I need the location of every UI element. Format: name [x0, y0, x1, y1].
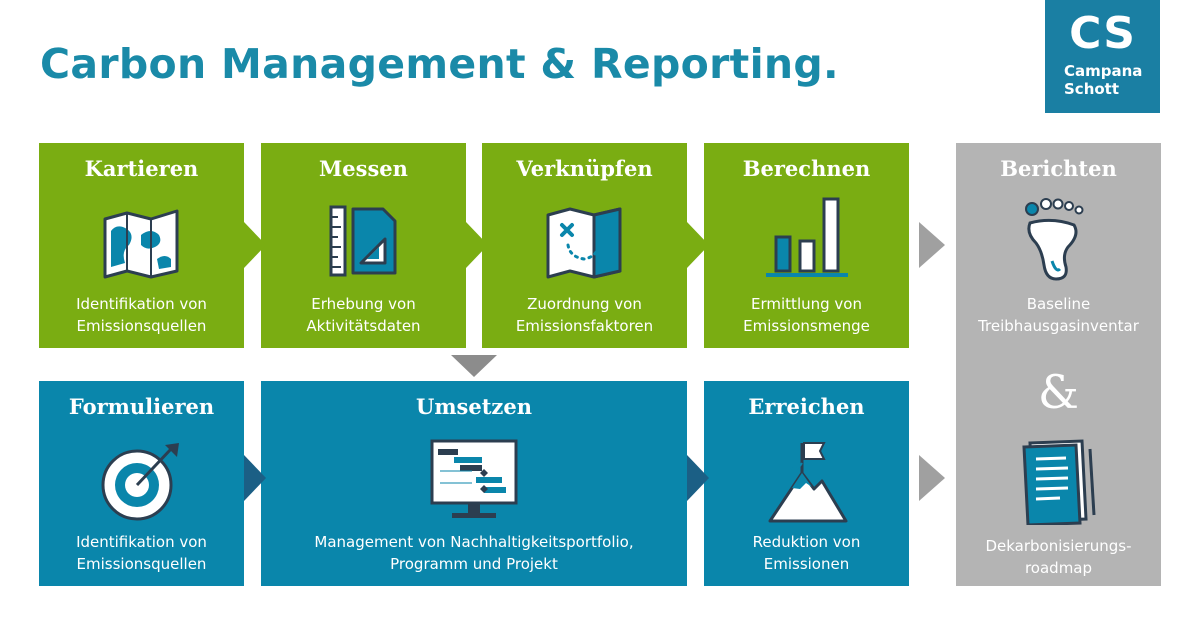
logo-mark: CS: [1069, 8, 1136, 59]
gantt-monitor-icon: [430, 439, 518, 518]
step-title: Erreichen: [748, 394, 865, 419]
step-title: Formulieren: [68, 394, 215, 419]
arrow-right-icon: [687, 222, 709, 268]
ruler-triangle-icon: [329, 205, 397, 277]
step-desc-line-1: Identifikation von: [76, 295, 207, 313]
page-title: Carbon Management & Reporting.: [40, 40, 839, 88]
step-title: Messen: [319, 156, 408, 181]
bar-chart-icon: [766, 197, 848, 277]
berichten-desc-top-1: Baseline: [1026, 295, 1091, 313]
step-desc-line-1: Management von Nachhaltigkeitsportfolio,: [314, 533, 634, 551]
arrow-right-icon: [466, 222, 488, 268]
step-umsetzen: Umsetzen Management von Nachhaltigkeitsp…: [261, 381, 687, 586]
step-title: Umsetzen: [416, 394, 532, 419]
step-messen: Messen Erhebung von Aktivitätsdaten: [261, 143, 466, 348]
berichten-desc-top-2: Treibhausgasinventar: [978, 317, 1139, 335]
step-desc-line-2: Emissionsfaktoren: [515, 317, 654, 335]
step-formulieren: Formulieren Identifikation von Emissions…: [39, 381, 244, 586]
step-desc-line-1: Erhebung von: [311, 295, 416, 313]
footprint-icon: [1025, 198, 1084, 281]
step-desc-line-1: Ermittlung von: [751, 295, 862, 313]
berichten-desc-bottom-2: roadmap: [1024, 559, 1093, 577]
step-verknuepfen: Verknüpfen Zuordnung von Emissionsfaktor…: [482, 143, 687, 348]
step-desc-line-1: Zuordnung von: [527, 295, 642, 313]
step-desc-line-2: Emissionsquellen: [76, 317, 207, 335]
step-desc-line-2: Aktivitätsdaten: [306, 317, 421, 335]
step-desc-line-2: Emissionsquellen: [76, 555, 207, 573]
step-erreichen: Erreichen Reduktion von Emissionen: [704, 381, 909, 586]
step-desc-line-1: Reduktion von: [752, 533, 861, 551]
arrow-right-icon: [919, 455, 945, 501]
step-desc-line-2: Emissionen: [763, 555, 850, 573]
arrow-down-icon: [451, 355, 497, 377]
logo-line-2: Schott: [1064, 80, 1120, 98]
ampersand: &: [1038, 365, 1079, 419]
treasure-map-icon: [546, 207, 622, 279]
step-berechnen: Berechnen Ermittlung von Emissionsmenge: [704, 143, 909, 348]
document-icon: [1022, 439, 1096, 525]
berichten-desc-bottom-1: Dekarbonisierungs-: [985, 537, 1132, 555]
step-title: Verknüpfen: [516, 156, 653, 181]
step-title: Berichten: [1000, 156, 1117, 181]
step-title: Kartieren: [84, 156, 199, 181]
campana-schott-logo: CS Campana Schott: [1045, 0, 1160, 113]
step-berichten: Berichten Baseline Treibhausgasinventar …: [956, 143, 1161, 586]
logo-line-1: Campana: [1064, 62, 1143, 80]
target-icon: [101, 443, 179, 521]
map-icon: [103, 209, 179, 279]
step-kartieren: Kartieren Identifikation von Emissionsqu…: [39, 143, 244, 348]
step-desc-line-2: Emissionsmenge: [743, 317, 870, 335]
mountain-flag-icon: [768, 442, 848, 523]
arrow-right-icon: [244, 455, 266, 501]
arrow-right-icon: [687, 455, 709, 501]
arrow-right-icon: [919, 222, 945, 268]
step-title: Berechnen: [742, 156, 871, 181]
step-desc-line-1: Identifikation von: [76, 533, 207, 551]
arrow-right-icon: [244, 222, 266, 268]
step-desc-line-2: Programm und Projekt: [390, 555, 558, 573]
